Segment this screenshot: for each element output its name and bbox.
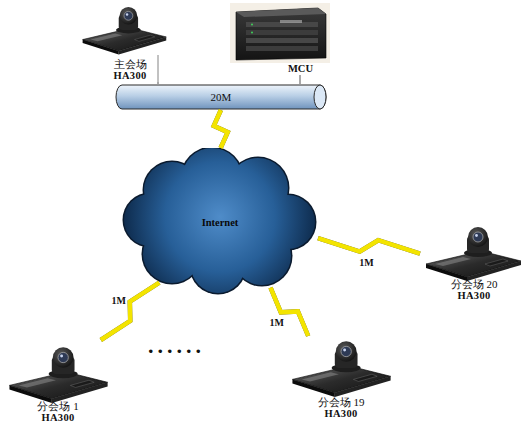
node-label: 20M	[211, 91, 232, 103]
node-label: 主会场	[114, 58, 147, 70]
model-label: HA300	[42, 412, 75, 424]
lightning-link	[271, 288, 309, 336]
cloud-edge	[123, 148, 317, 295]
model-label: HA300	[325, 408, 358, 420]
bandwidth-label: 1M	[359, 256, 373, 267]
ellipsis-label: ......	[148, 333, 205, 359]
venue-terminal: 分会场 1HA300	[3, 340, 113, 424]
bandwidth-label: 1M	[112, 294, 126, 305]
pipe-body	[116, 85, 326, 109]
divider-line	[158, 55, 159, 82]
node-label: MCU	[288, 63, 313, 75]
branch-terminal	[426, 227, 521, 281]
venue-terminal: 分会场 20HA300	[420, 222, 528, 302]
lightning-link	[214, 110, 228, 148]
venue-terminal: 分会场 19HA300	[285, 336, 397, 420]
cloud-puff	[170, 172, 270, 272]
bandwidth-pipe: 20M	[115, 84, 327, 110]
lightning-link	[318, 238, 420, 254]
link-line	[300, 75, 301, 84]
cloud-fill	[124, 148, 315, 293]
mcu-chassis	[230, 3, 330, 63]
pipe-end	[314, 85, 326, 109]
node-label: 分会场 20	[451, 278, 498, 290]
main-terminal	[83, 7, 167, 55]
link-line	[158, 82, 159, 84]
node-label: 分会场 19	[318, 396, 365, 408]
cloud-puff	[124, 194, 176, 246]
branch-terminal	[292, 341, 390, 397]
model-label: HA300	[114, 70, 147, 82]
venue-terminal: 主会场HA300	[85, 0, 175, 82]
branch-terminal	[9, 347, 107, 403]
bandwidth-label: 1M	[270, 316, 284, 327]
internet-cloud: Internet	[120, 148, 320, 298]
mcu-box: MCU	[228, 0, 333, 75]
lightning-link	[101, 283, 159, 340]
node-label: Internet	[202, 217, 239, 229]
node-label: 分会场 1	[37, 400, 78, 412]
model-label: HA300	[458, 290, 491, 302]
